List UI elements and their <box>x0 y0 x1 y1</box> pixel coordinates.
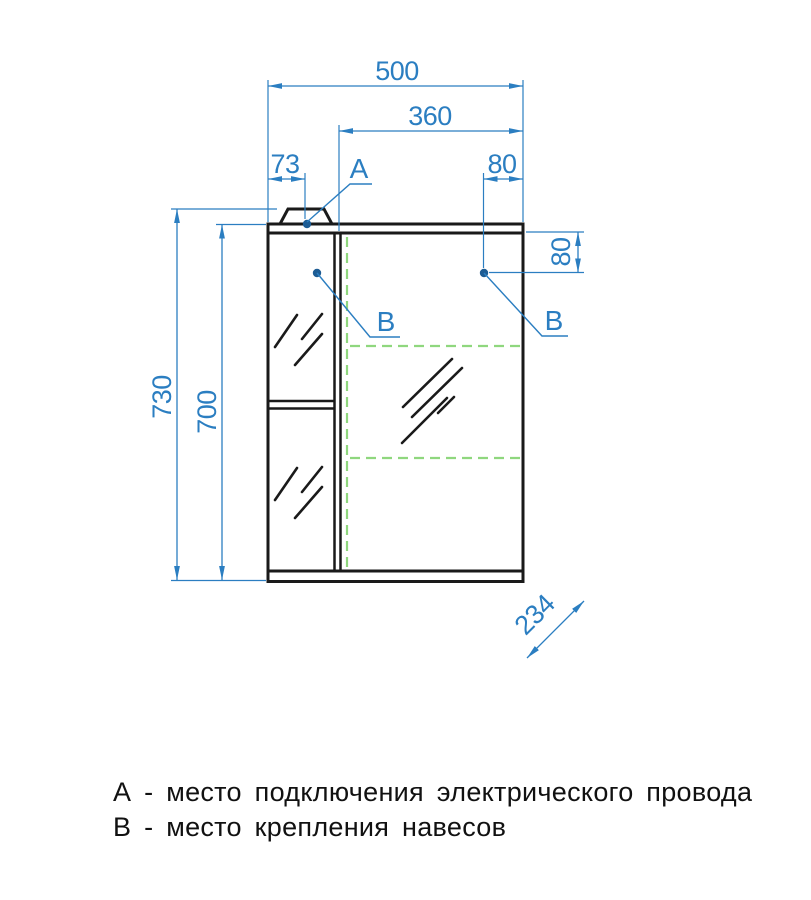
lamp-housing-trapezoid <box>277 207 335 226</box>
callout-a-label: А <box>350 153 369 184</box>
dim-top-right-offset-label: 80 <box>487 149 516 179</box>
callout-b-left-label: В <box>377 306 396 337</box>
dimension-door-width: 360 <box>339 101 523 134</box>
dim-left-offset-label: 73 <box>270 149 299 179</box>
dim-total-width-label: 500 <box>375 56 419 86</box>
dimension-side-right-offset: 80 <box>546 232 581 273</box>
hidden-shelf-edges <box>345 237 520 568</box>
extension-lines <box>171 80 584 582</box>
dimension-top-right-offset: 80 <box>483 149 523 182</box>
callout-b-left: В <box>312 268 400 338</box>
dim-total-height-label: 730 <box>147 375 177 419</box>
dimension-total-height: 730 <box>147 209 180 580</box>
lower-left-door-glint <box>273 465 324 520</box>
dimension-left-offset: 73 <box>268 149 305 182</box>
dim-door-width-label: 360 <box>408 101 452 131</box>
callout-b-right-label: В <box>545 305 564 336</box>
point-a-dot <box>302 219 312 229</box>
dimension-depth: 234 <box>509 588 585 659</box>
callout-b-right: В <box>479 268 568 337</box>
dimension-total-width: 500 <box>268 56 523 89</box>
legend-line-a: А - место подключения электрического про… <box>113 777 753 807</box>
dim-side-right-offset-label: 80 <box>546 237 576 266</box>
dimension-body-height: 700 <box>192 224 225 580</box>
cabinet-outline <box>266 207 525 583</box>
legend-line-b: В - место крепления навесов <box>113 812 506 842</box>
dim-body-height-label: 700 <box>192 390 222 434</box>
callout-a: А <box>302 153 372 229</box>
upper-left-door-glint <box>273 312 324 367</box>
mirror-glints <box>273 312 464 520</box>
legend: А - место подключения электрического про… <box>113 777 753 842</box>
main-door-glint <box>400 357 464 445</box>
cabinet-body <box>266 222 525 583</box>
